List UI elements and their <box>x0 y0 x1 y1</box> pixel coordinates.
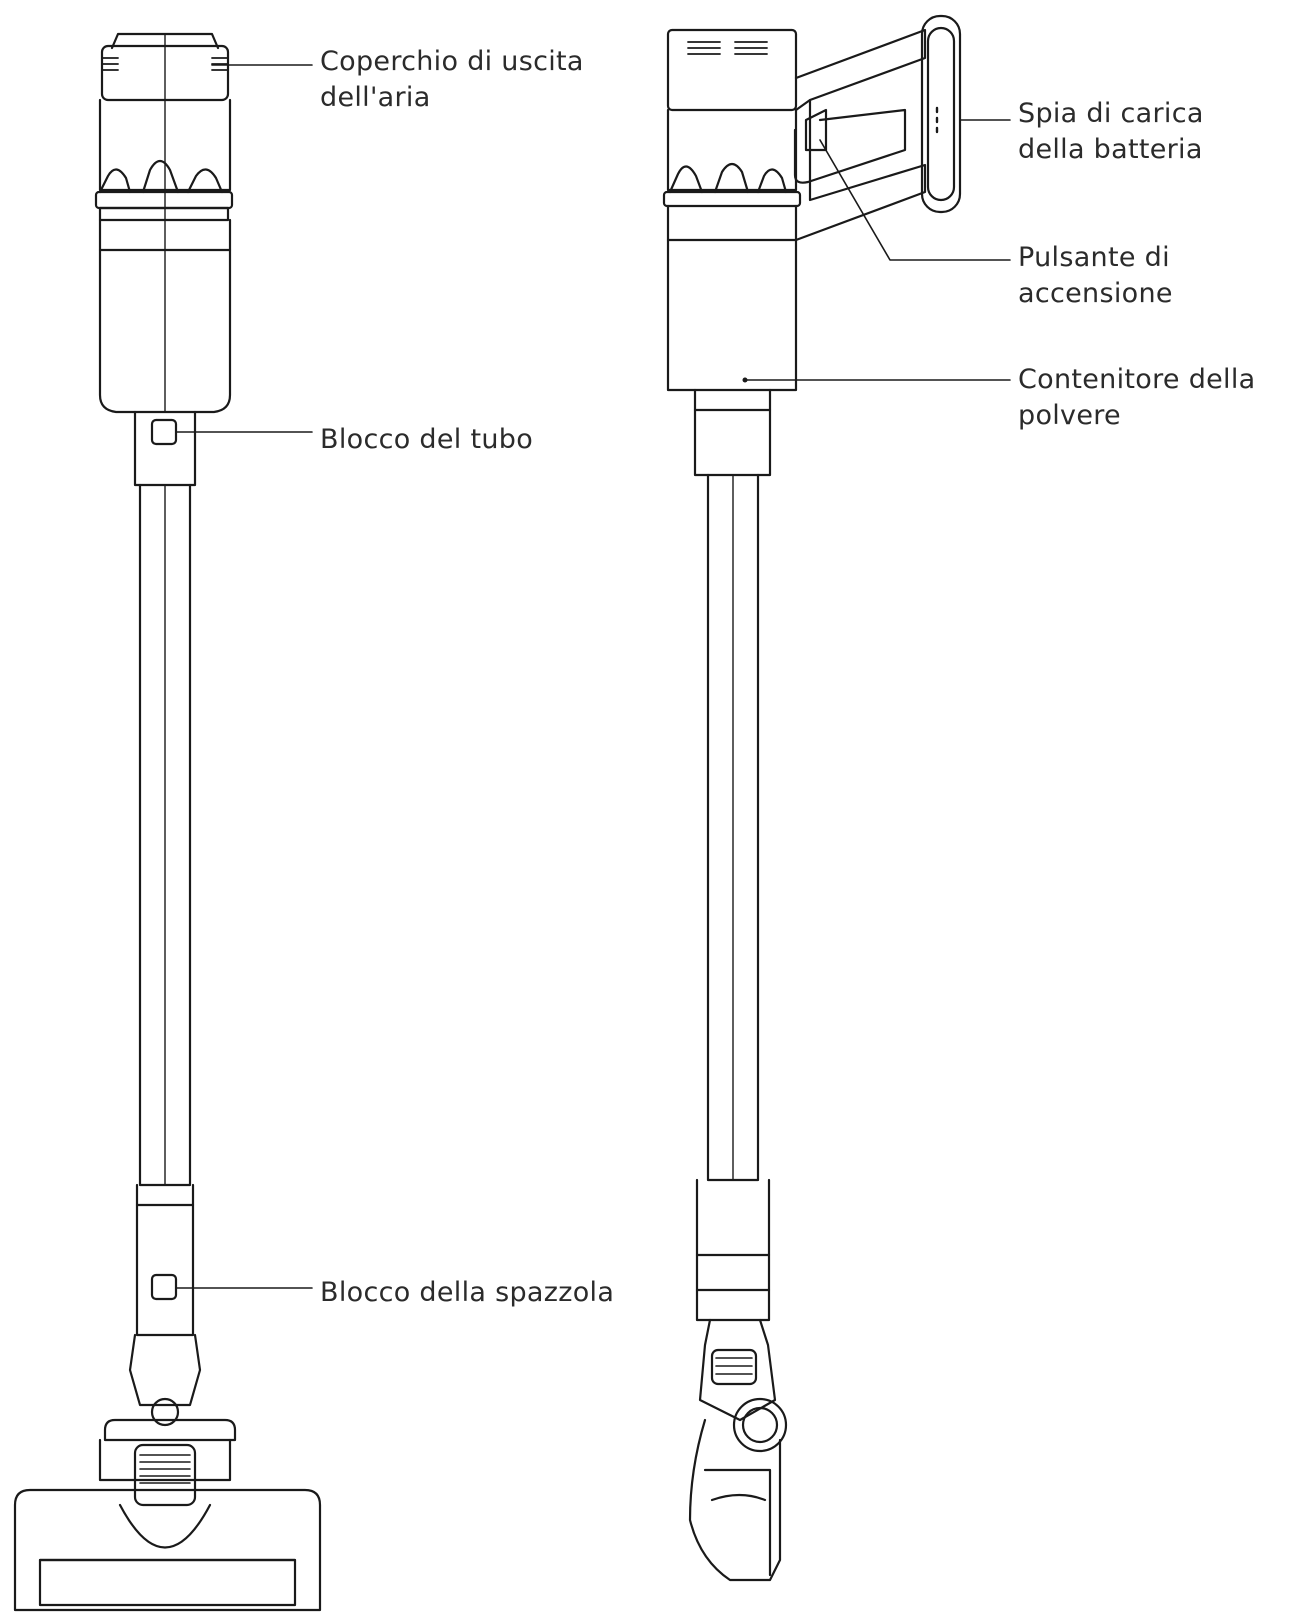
side-view-vacuum <box>662 14 962 1582</box>
leader-power-button <box>819 139 1011 261</box>
label-dust-container: Contenitore della polvere <box>1018 362 1256 434</box>
label-tube-lock-line1: Blocco del tubo <box>320 424 534 455</box>
label-battery-indicator: Spia di carica della batteria <box>1018 96 1204 168</box>
leader-lines <box>175 64 1011 1289</box>
label-tube-lock: Blocco del tubo <box>320 422 533 458</box>
label-power-button-line1: Pulsante di <box>1018 242 1170 273</box>
front-view-vacuum <box>13 32 322 1612</box>
label-air-outlet-cover-line1: Coperchio di uscita <box>320 46 584 77</box>
label-brush-lock-line1: Blocco della spazzola <box>320 1277 615 1308</box>
label-power-button: Pulsante di accensione <box>1018 240 1173 312</box>
label-battery-indicator-line1: Spia di carica <box>1018 98 1204 129</box>
label-air-outlet-cover: Coperchio di uscita dell'aria <box>320 44 584 116</box>
label-power-button-line2: accensione <box>1018 278 1173 309</box>
label-air-outlet-cover-line2: dell'aria <box>320 82 431 113</box>
label-dust-container-line1: Contenitore della <box>1018 364 1256 395</box>
label-battery-indicator-line2: della batteria <box>1018 134 1203 165</box>
label-brush-lock: Blocco della spazzola <box>320 1275 614 1311</box>
label-dust-container-line2: polvere <box>1018 400 1121 431</box>
